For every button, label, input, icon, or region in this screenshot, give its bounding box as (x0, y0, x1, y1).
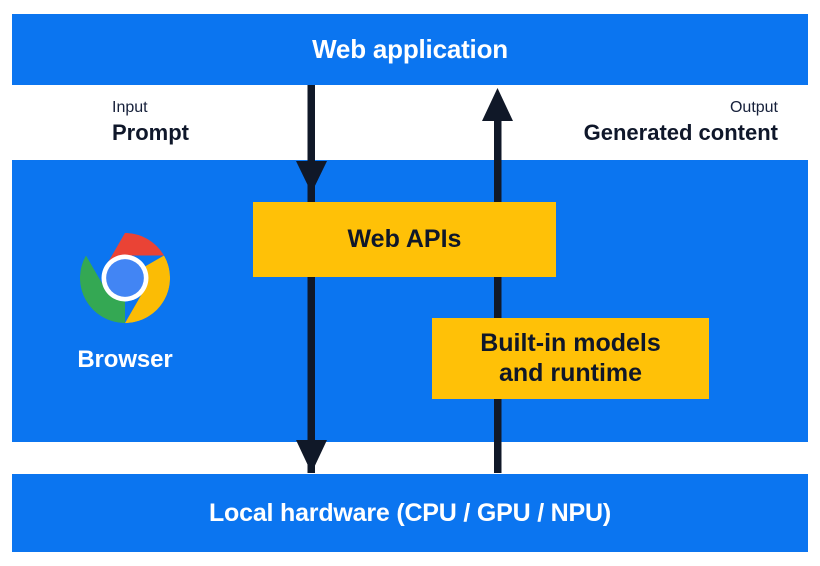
input-value-label: Prompt (112, 120, 189, 146)
builtin-models-box[interactable]: Built-in models and runtime (432, 318, 709, 399)
output-annotation: Output Generated content (584, 98, 778, 148)
input-kicker-label: Input (112, 99, 148, 116)
builtin-models-line-1: Built-in models (480, 329, 661, 357)
web-apis-box[interactable]: Web APIs (253, 202, 556, 277)
web-application-band: Web application (12, 14, 808, 85)
input-annotation: Input Prompt (112, 98, 189, 148)
web-apis-label: Web APIs (347, 225, 462, 253)
output-value-label: Generated content (583, 120, 778, 146)
web-application-label: Web application (312, 34, 508, 64)
chrome-logo (79, 232, 171, 324)
local-hardware-band: Local hardware (CPU / GPU / NPU) (12, 474, 808, 552)
output-kicker-label: Output (729, 99, 778, 116)
browser-identity-block: Browser (54, 232, 196, 374)
builtin-models-label: Built-in models and runtime (480, 329, 661, 388)
builtin-models-line-2: and runtime (498, 358, 643, 387)
browser-label: Browser (77, 346, 173, 373)
local-hardware-label: Local hardware (CPU / GPU / NPU) (208, 498, 611, 527)
